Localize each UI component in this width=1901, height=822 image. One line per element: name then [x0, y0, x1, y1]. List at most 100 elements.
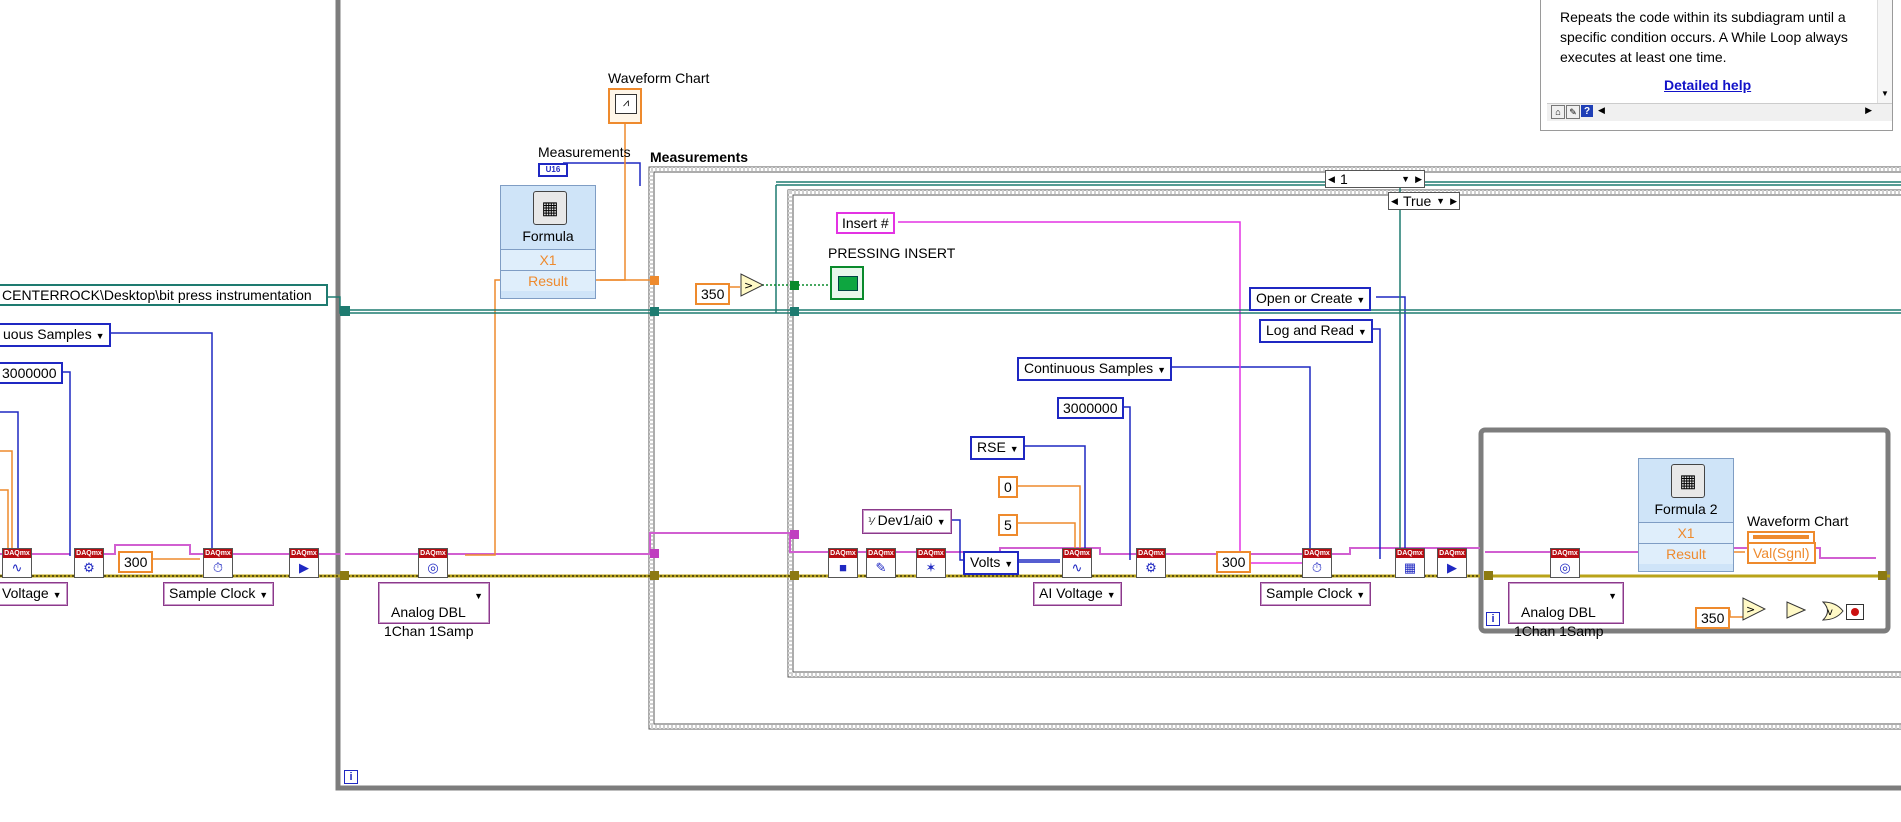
open-or-create-ring[interactable]: Open or Create ▼: [1249, 287, 1372, 311]
daqmx-start-task-left-vi[interactable]: DAQmx▶: [289, 548, 319, 578]
scroll-down-icon[interactable]: ▼: [1881, 89, 1889, 98]
daqmx-function-icon: ■: [839, 560, 847, 575]
threshold-constant-b[interactable]: 350: [1695, 607, 1731, 629]
sample-clock-selector-left[interactable]: Sample Clock ▼: [163, 582, 275, 606]
decrement-icon[interactable]: ◀: [1328, 174, 1335, 184]
formula2-result-output[interactable]: Result: [1639, 543, 1733, 564]
rate-constant[interactable]: 300: [1216, 551, 1252, 573]
units-ring[interactable]: Volts ▼: [963, 551, 1020, 575]
u16-terminal[interactable]: U16: [538, 163, 568, 177]
daqmx-header-icon: DAQmx: [3, 549, 31, 558]
min-value-constant[interactable]: 0: [998, 476, 1018, 498]
detailed-help-link[interactable]: Detailed help: [1664, 77, 1752, 93]
formula-x1-input[interactable]: X1: [501, 249, 595, 270]
ring-text: Volts: [970, 554, 1001, 570]
dropdown-icon: ▼: [1356, 295, 1366, 305]
daqmx-read-analog-2-vi[interactable]: DAQmx◎: [1550, 548, 1580, 578]
insert-key-constant[interactable]: Insert #: [836, 212, 895, 234]
daqmx-header-icon: DAQmx: [1137, 549, 1165, 558]
pin-icon[interactable]: ✎: [1566, 105, 1580, 119]
daqmx-timing-left-vi[interactable]: DAQmx⚙: [74, 548, 104, 578]
daqmx-clear-task-vi[interactable]: DAQmx ✎: [866, 548, 896, 578]
formula2-express-vi[interactable]: ▦ Formula 2 X1 Result: [1638, 458, 1734, 572]
selector-value: 1: [1340, 171, 1348, 187]
log-and-read-ring[interactable]: Log and Read ▼: [1259, 319, 1373, 343]
sample-mode-ring-left[interactable]: uous Samples ▼: [0, 323, 111, 347]
daqmx-configure-logging-vi[interactable]: DAQmx ⚙: [1136, 548, 1166, 578]
threshold-constant-a[interactable]: 350: [695, 283, 731, 305]
daqmx-create-task-vi[interactable]: DAQmx✶: [916, 548, 946, 578]
continuous-samples-ring[interactable]: Continuous Samples ▼: [1017, 357, 1172, 381]
samples-constant-left[interactable]: 3000000: [0, 362, 63, 384]
selector-value: True: [1403, 193, 1432, 209]
analog-dbl-selector-2[interactable]: Analog DBL 1Chan 1Samp ▼: [1508, 582, 1624, 639]
daqmx-header-icon: DAQmx: [1303, 549, 1331, 558]
formula-result-output[interactable]: Result: [501, 270, 595, 291]
greater-than-function-2[interactable]: >: [1742, 597, 1767, 624]
increment-icon[interactable]: ▶: [1415, 174, 1422, 184]
help-icon[interactable]: ?: [1581, 105, 1593, 117]
waveform-chart-label: Waveform Chart: [608, 70, 710, 86]
daqmx-create-channel-left-vi[interactable]: DAQmx ∿: [2, 548, 32, 578]
ring-text: Log and Read: [1266, 322, 1354, 338]
daqmx-start-task-vi[interactable]: DAQmx▶: [1437, 548, 1467, 578]
help-scrollbar[interactable]: ▼: [1877, 0, 1892, 103]
rising-edge-function[interactable]: [1786, 601, 1807, 622]
dropdown-icon[interactable]: ▼: [1401, 174, 1410, 184]
analog-dbl-selector-1[interactable]: Analog DBL 1Chan 1Samp ▼: [378, 582, 490, 639]
while-loop-inner-frame: [1478, 427, 1891, 634]
case-selector[interactable]: ◀ True ▼ ▶: [1388, 192, 1460, 210]
terminal-config-ring[interactable]: RSE ▼: [970, 436, 1025, 460]
ring-text: Dev1/ai0: [877, 512, 933, 528]
value-signal-property[interactable]: Val(Sgnl): [1747, 542, 1816, 564]
dropdown-icon: ▼: [1009, 444, 1019, 454]
or-function[interactable]: v: [1821, 601, 1844, 624]
daqmx-stop-task-vi[interactable]: DAQmx■: [828, 548, 858, 578]
pressing-insert-indicator[interactable]: [830, 266, 864, 300]
decrement-icon[interactable]: ◀: [1391, 196, 1398, 206]
daqmx-header-icon: DAQmx: [867, 549, 895, 558]
formula2-x1-input[interactable]: X1: [1639, 522, 1733, 543]
max-value-constant[interactable]: 5: [998, 514, 1018, 536]
rate-constant-left[interactable]: 300: [118, 551, 154, 573]
daqmx-sample-clock-timing-vi[interactable]: DAQmx ⏱: [1302, 548, 1332, 578]
daqmx-configure-logging-2-vi[interactable]: DAQmx▦: [1395, 548, 1425, 578]
physical-channel-constant[interactable]: ⅟ Dev1/ai0 ▼: [862, 509, 952, 534]
daqmx-function-icon: ⏱: [212, 560, 224, 575]
formula2-label: Formula 2: [1654, 501, 1718, 517]
ai-voltage-selector[interactable]: AI Voltage ▼: [1033, 582, 1122, 606]
daqmx-read-analog-1-vi[interactable]: DAQmx◎: [418, 548, 448, 578]
flat-sequence-frame: [649, 167, 1901, 729]
daqmx-function-icon: ✎: [875, 560, 887, 575]
lock-icon[interactable]: ⌂: [1551, 105, 1565, 119]
daqmx-create-ai-channel-vi[interactable]: DAQmx∿: [1062, 548, 1092, 578]
scroll-left-icon[interactable]: ◀: [1598, 105, 1605, 115]
daqmx-header-icon: DAQmx: [1551, 549, 1579, 558]
dropdown-icon[interactable]: ▼: [1436, 196, 1445, 206]
ai-voltage-selector-left[interactable]: Voltage ▼: [0, 582, 68, 606]
formula-express-vi[interactable]: ▦ Formula X1 Result: [500, 185, 596, 299]
ring-text: Analog DBL 1Chan 1Samp: [384, 604, 474, 639]
increment-icon[interactable]: ▶: [1450, 196, 1457, 206]
daqmx-function-icon: ⏱: [1311, 560, 1323, 575]
daqmx-function-icon: ⚙: [1145, 560, 1157, 575]
ring-text: Analog DBL 1Chan 1Samp: [1514, 604, 1604, 639]
greater-than-function[interactable]: >: [740, 273, 765, 300]
daqmx-sample-clock-left-vi[interactable]: DAQmx⏱: [203, 548, 233, 578]
sample-clock-selector[interactable]: Sample Clock ▼: [1260, 582, 1372, 606]
pressing-insert-label: PRESSING INSERT: [828, 245, 956, 261]
daqmx-header-icon: DAQmx: [290, 549, 318, 558]
ring-text: uous Samples: [3, 326, 92, 342]
samples-constant[interactable]: 3000000: [1057, 397, 1124, 419]
formula-label: Formula: [522, 228, 574, 244]
waveform-chart-terminal[interactable]: ⩘: [608, 88, 642, 124]
dropdown-icon: ▼: [1357, 327, 1367, 337]
stop-terminal-icon[interactable]: [1846, 604, 1864, 620]
file-path-constant[interactable]: CENTERROCK\Desktop\bit press instrumenta…: [0, 284, 328, 306]
daqmx-function-icon: ✶: [925, 560, 937, 575]
scroll-right-icon[interactable]: ▶: [1865, 105, 1872, 115]
sequence-selector[interactable]: ◀ 1 ▼ ▶: [1325, 170, 1425, 188]
measurements-control-label: Measurements: [538, 144, 631, 160]
daqmx-function-icon: ∿: [11, 560, 23, 575]
calculator-icon: ▦: [1671, 464, 1705, 498]
